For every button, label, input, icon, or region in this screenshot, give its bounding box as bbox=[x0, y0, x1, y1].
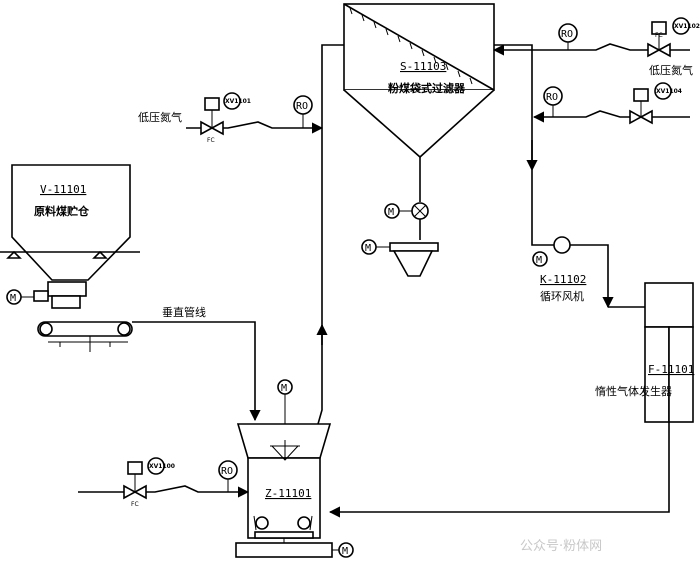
svg-text:XV1100: XV1100 bbox=[149, 463, 175, 470]
svg-text:M: M bbox=[281, 383, 287, 394]
n2-line-mill: XV1100 FC RO bbox=[78, 457, 250, 508]
svg-text:RO: RO bbox=[296, 101, 308, 112]
n2-line-right-2: XV1104 RO bbox=[532, 82, 690, 125]
fan-motor-icon bbox=[532, 251, 548, 267]
raw-coal-bin: V-11101 原料煤贮仓 M bbox=[0, 164, 140, 309]
mill-outlet-pipe bbox=[317, 44, 344, 425]
bag-filter-tag: S-11103 bbox=[400, 60, 446, 73]
fan-tag: K-11102 bbox=[540, 273, 586, 286]
raw-bin-tag: V-11101 bbox=[40, 183, 86, 196]
svg-text:XV1102: XV1102 bbox=[674, 23, 700, 30]
raw-bin-name: 原料煤贮仓 bbox=[34, 204, 90, 218]
svg-text:M: M bbox=[536, 255, 542, 266]
svg-text:FC: FC bbox=[655, 32, 663, 39]
n2-label-right: 低压氮气 bbox=[649, 63, 693, 77]
svg-text:M: M bbox=[10, 293, 16, 304]
mill-tag: Z-11101 bbox=[265, 487, 311, 500]
svg-text:M: M bbox=[365, 243, 371, 254]
svg-text:XV1104: XV1104 bbox=[656, 88, 682, 95]
bag-filter-s11103: S-11103 粉煤袋式过滤器 M M bbox=[343, 3, 495, 277]
generator-return-pipe bbox=[328, 422, 670, 518]
circulation-fan: M K-11102 循环风机 bbox=[532, 236, 586, 303]
svg-text:M: M bbox=[342, 546, 348, 557]
svg-text:FC: FC bbox=[131, 501, 139, 508]
support-right bbox=[92, 250, 108, 259]
svg-text:RO: RO bbox=[221, 466, 233, 477]
svg-text:RO: RO bbox=[546, 92, 558, 103]
filter-outlet-pipe bbox=[494, 44, 533, 168]
gas-generator-tag: F-11101 bbox=[648, 363, 694, 376]
n2-label-left: 低压氮气 bbox=[138, 110, 182, 124]
bag-filter-name: 粉煤袋式过滤器 bbox=[388, 81, 466, 95]
fan-name: 循环风机 bbox=[540, 289, 584, 303]
vertical-pipe-label: 垂直管线 bbox=[162, 305, 206, 319]
mill-z11101: Z-11101 M M bbox=[235, 379, 354, 558]
svg-text:M: M bbox=[388, 207, 394, 218]
belt-conveyor bbox=[37, 321, 133, 352]
n2-line-right-1: XV1102 FC RO 低压氮气 bbox=[492, 17, 700, 77]
inert-gas-generator: F-11101 惰性气体发生器 bbox=[595, 282, 694, 423]
support-left bbox=[6, 250, 22, 259]
svg-text:XV1101: XV1101 bbox=[225, 98, 251, 105]
gas-generator-name: 惰性气体发生器 bbox=[595, 384, 672, 398]
n2-line-left: 低压氮气 XV1101 FC RO bbox=[138, 92, 324, 144]
vertical-pipe-line bbox=[132, 321, 261, 422]
svg-text:RO: RO bbox=[561, 29, 573, 40]
svg-text:FC: FC bbox=[207, 137, 215, 144]
fan-outlet-pipe bbox=[570, 244, 614, 309]
watermark: 公众号·粉体网 bbox=[520, 539, 602, 554]
